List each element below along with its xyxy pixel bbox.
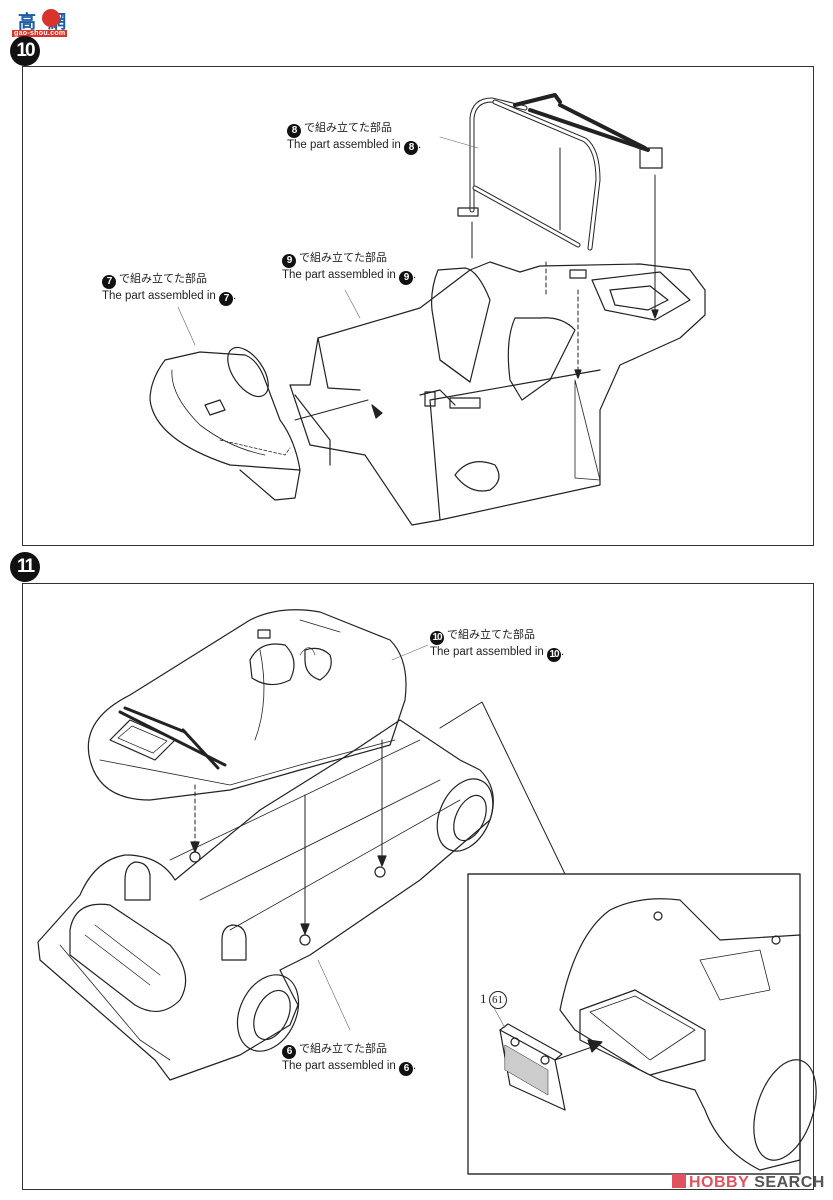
roll-cage-drawing [439,93,663,319]
callout-en-text: The part assembled in [102,290,216,302]
hobbysearch-watermark: HOBBY SEARCH [672,1174,825,1192]
dashboard-drawing [149,306,301,501]
interior-tub-drawing [289,261,706,526]
step-ref-badge: 10 [547,648,561,662]
step-10-badge: 10 [10,36,40,66]
part-quantity: 1 [480,991,487,1006]
callout-en-text: The part assembled in [282,1060,396,1072]
step-11-badge: 11 [10,552,40,582]
callout-jp-text: で組み立てた部品 [447,628,535,641]
step-ref-badge: 10 [430,631,444,645]
callout-en-text: The part assembled in [287,139,401,151]
step-ref-badge: 6 [282,1045,296,1059]
callout-jp-text: で組み立てた部品 [119,272,207,285]
watermark-logo-icon [42,9,60,27]
step-ref-badge: 9 [399,271,413,285]
detail-inset-frame [467,873,801,1175]
chassis-drawing [37,701,566,1081]
callout-en-text: The part assembled in [430,646,544,658]
part-number-circle: 61 [488,991,507,1009]
watermark-brand-a: HOBBY [689,1174,750,1191]
callout-jp-text: で組み立てた部品 [299,251,387,264]
gaoshou-watermark: 高網 gao-shou.com [8,8,98,38]
callout-en-text: The part assembled in [282,269,396,281]
watermark-url: gao-shou.com [12,30,68,37]
step-ref-badge: 8 [404,141,418,155]
step-ref-badge: 9 [282,254,296,268]
interior-assembly-drawing [87,609,429,801]
step-ref-badge: 6 [399,1062,413,1076]
step-ref-badge: 8 [287,124,301,138]
step-ref-badge: 7 [102,275,116,289]
callout-jp-text: で組み立てた部品 [304,121,392,134]
step-ref-badge: 7 [219,292,233,306]
watermark-brand-b: SEARCH [754,1174,825,1191]
step-10-panel [22,66,814,546]
radiator-detail-drawing [492,898,817,1171]
hobbysearch-logo-icon [672,1174,686,1188]
callout-jp-text: で組み立てた部品 [299,1042,387,1055]
